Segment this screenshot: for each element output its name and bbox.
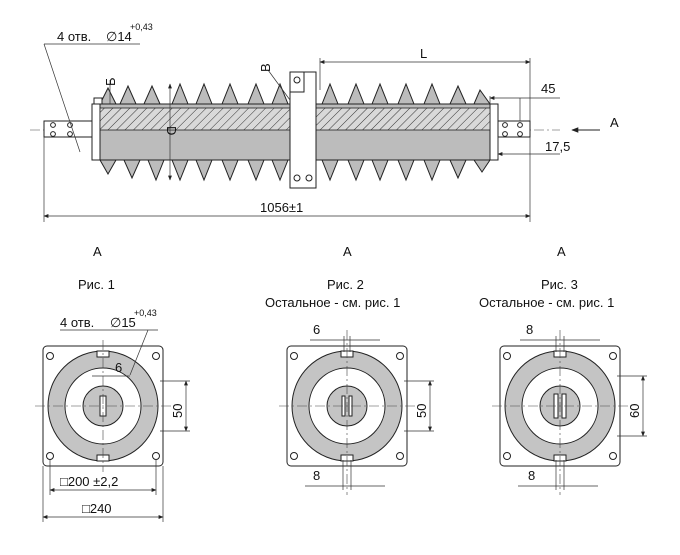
fig2-dim-top: 6 — [313, 322, 320, 337]
label-v: В — [258, 63, 273, 72]
dim-l-text: L — [420, 46, 427, 61]
fig1-holes-tolerance: +0,43 — [134, 308, 157, 318]
dim-overall-text: 1056±1 — [260, 200, 303, 215]
lower-sheds — [99, 159, 491, 182]
right-flange-plate — [489, 103, 499, 161]
holes-callout-text: 4 отв. — [57, 29, 91, 44]
fig3-caption: Рис. 3 — [541, 277, 578, 292]
fig1-bolt-hole — [152, 452, 160, 460]
fig1-bolt-hole — [46, 352, 54, 360]
view-arrow-a-label: А — [610, 115, 619, 130]
fig1-view-letter: А — [93, 244, 102, 259]
holes-leader — [43, 43, 81, 153]
fig1-holes-diameter: ∅15 — [110, 315, 136, 330]
upper-sheds — [99, 82, 491, 105]
marker-b-tab — [93, 97, 103, 105]
figure-3-end-view: 8 8 60 — [492, 322, 647, 495]
fig2-dim-height: 50 — [414, 404, 429, 418]
view-headers: А Рис. 1 А Рис. 2 Остальное - см. рис. 1… — [78, 244, 614, 310]
label-b: Б — [103, 77, 118, 86]
fig2-bolt-hole — [396, 352, 404, 360]
fig1-holes-leader — [129, 329, 149, 376]
fig3-dim-height: 60 — [627, 404, 642, 418]
fig2-note: Остальное - см. рис. 1 — [265, 295, 400, 310]
fig2-bolt-hole — [290, 452, 298, 460]
right-bolt-hole — [502, 122, 508, 128]
bracket-bolt-hole — [293, 174, 301, 182]
fig2-caption: Рис. 2 — [327, 277, 364, 292]
left-bolt-hole — [67, 131, 73, 137]
left-bolt-hole — [50, 131, 56, 137]
fig3-view-letter: А — [557, 244, 566, 259]
fig3-bolt-hole — [609, 452, 617, 460]
fig3-bolt-hole — [503, 352, 511, 360]
label-d: D — [164, 126, 179, 135]
holes-tolerance-text: +0,43 — [130, 22, 153, 32]
holes-diameter-text: ∅14 — [106, 29, 132, 44]
fig1-holes-callout: 4 отв. — [60, 315, 94, 330]
insulator-side-view: 4 отв. ∅14 +0,43 Б В D L 45 17,5 А 10 — [30, 22, 619, 222]
fig1-bolt-hole — [152, 352, 160, 360]
fig3-bolt-hole — [609, 352, 617, 360]
fig2-dim-bottom: 8 — [313, 468, 320, 483]
figure-2-end-view: 6 8 50 — [279, 322, 434, 495]
fig2-bolt-hole — [290, 352, 298, 360]
left-bolt-hole — [50, 122, 56, 128]
dim-17-5-text: 17,5 — [545, 139, 570, 154]
fig3-note: Остальное - см. рис. 1 — [479, 295, 614, 310]
right-bolt-hole — [517, 122, 523, 128]
figure-1-end-view: 4 отв. ∅15 +0,43 6 50 □200 ±2,2 □240 — [35, 308, 190, 522]
dim-45-text: 45 — [541, 81, 555, 96]
right-bolt-hole — [517, 131, 523, 137]
fig1-caption: Рис. 1 — [78, 277, 115, 292]
fig1-bolt-hole — [46, 452, 54, 460]
fig2-bolt-hole — [396, 452, 404, 460]
fig3-dim-bottom: 8 — [528, 468, 535, 483]
bracket-bolt-hole — [293, 76, 301, 84]
bracket-bolt-hole — [305, 174, 313, 182]
right-bolt-hole — [502, 131, 508, 137]
left-flange-plate — [91, 103, 101, 161]
fig1-dim-flange-square: □240 — [82, 501, 112, 516]
v-leader — [267, 69, 291, 101]
fig3-dim-top: 8 — [526, 322, 533, 337]
fig1-dim-height: 50 — [170, 404, 185, 418]
fig1-dim-bolt-square: □200 ±2,2 — [60, 474, 118, 489]
fig1-dim-slot: 6 — [115, 360, 122, 375]
fig2-view-letter: А — [343, 244, 352, 259]
fig3-bolt-hole — [503, 452, 511, 460]
